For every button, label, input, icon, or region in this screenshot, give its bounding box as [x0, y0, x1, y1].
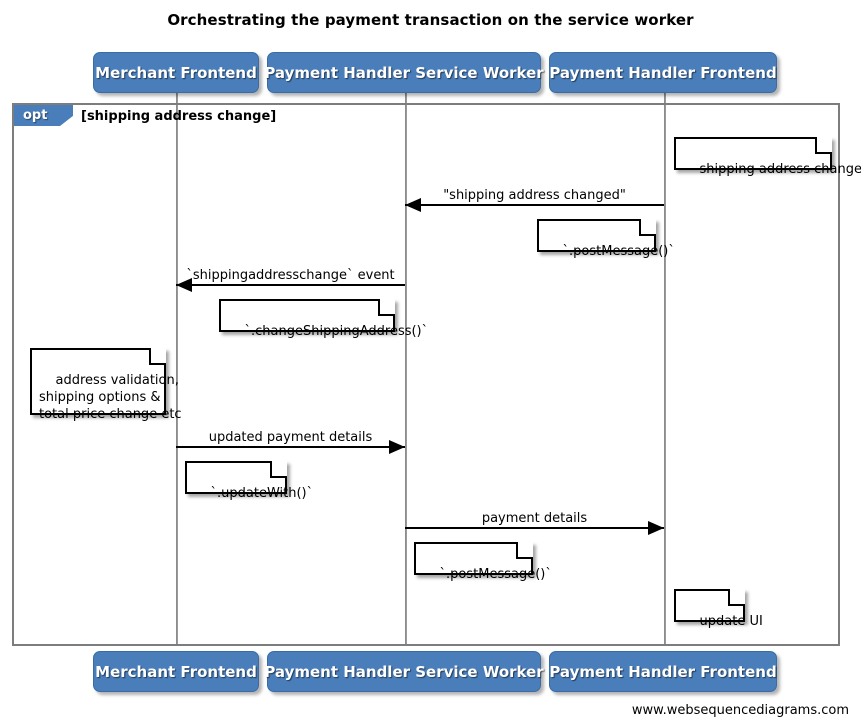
participant-bottom-merchant-frontend[interactable]: Merchant Frontend — [93, 651, 259, 692]
note-text: update UI — [699, 614, 763, 629]
message-label-payment-details: payment details — [481, 511, 588, 526]
note-fold-icon — [815, 135, 832, 154]
message-label-shippingaddresschange-event: `shippingaddresschange` event — [186, 268, 395, 283]
arrowhead-right-payment-details — [648, 521, 664, 535]
note-shipping-address-changed: shipping address changed — [674, 135, 861, 177]
message-label-updated-payment-details: updated payment details — [208, 430, 373, 445]
fragment-opt-frame — [12, 103, 840, 646]
message-line-updated-payment-details — [176, 446, 405, 448]
arrowhead-right-updated-payment-details — [389, 440, 405, 454]
note-text: `.updateWith()` — [210, 486, 314, 501]
participant-label: Payment Handler Service Worker — [264, 63, 544, 82]
note-text: `.postMessage()` — [562, 244, 675, 259]
fragment-opt-label: opt — [23, 108, 48, 123]
lifeline-payment-handler-frontend — [664, 93, 666, 646]
participant-bottom-payment-handler-frontend[interactable]: Payment Handler Frontend — [549, 651, 777, 692]
note-update-ui: update UI — [674, 587, 763, 629]
note-fold-icon — [270, 459, 287, 478]
note-post-message-1: `.postMessage()` — [537, 217, 675, 259]
participant-label: Payment Handler Frontend — [549, 63, 777, 82]
arrowhead-left-shippingaddresschange-event — [176, 278, 192, 292]
note-text: address validation, shipping options & t… — [39, 373, 182, 422]
participant-top-payment-handler-service-worker[interactable]: Payment Handler Service Worker — [264, 52, 544, 93]
note-change-shipping-address: `.changeShippingAddress()` — [219, 297, 428, 339]
note-update-with: `.updateWith()` — [185, 459, 313, 501]
fragment-opt-condition: [shipping address change] — [81, 109, 277, 124]
note-fold-icon — [378, 297, 395, 316]
participant-bottom-payment-handler-service-worker[interactable]: Payment Handler Service Worker — [264, 651, 544, 692]
participant-label: Payment Handler Service Worker — [264, 662, 544, 681]
message-line-shipping-address-changed — [405, 204, 664, 206]
note-fold-icon — [639, 217, 656, 236]
note-text: `.changeShippingAddress()` — [244, 324, 429, 339]
participant-label: Merchant Frontend — [95, 63, 257, 82]
arrowhead-left-shipping-address-changed — [405, 198, 421, 212]
message-line-shippingaddresschange-event — [176, 284, 405, 286]
participant-top-merchant-frontend[interactable]: Merchant Frontend — [93, 52, 259, 93]
page-title: Orchestrating the payment transaction on… — [167, 11, 694, 29]
message-label-shipping-address-changed: "shipping address changed" — [443, 188, 626, 203]
fragment-opt-tab: opt — [14, 105, 73, 126]
participant-top-payment-handler-frontend[interactable]: Payment Handler Frontend — [549, 52, 777, 93]
note-text: `.postMessage()` — [439, 567, 552, 582]
participant-label: Payment Handler Frontend — [549, 662, 777, 681]
note-post-message-2: `.postMessage()` — [414, 540, 552, 582]
note-fold-icon — [728, 587, 745, 606]
note-text: shipping address changed — [699, 162, 861, 177]
note-address-validation: address validation, shipping options & t… — [30, 346, 182, 422]
message-line-payment-details — [405, 527, 664, 529]
lifeline-merchant-frontend — [176, 93, 178, 646]
participant-label: Merchant Frontend — [95, 662, 257, 681]
watermark-link[interactable]: www.websequencediagrams.com — [631, 703, 849, 718]
note-fold-icon — [516, 540, 533, 559]
note-fold-icon — [149, 346, 166, 365]
lifeline-payment-handler-service-worker — [405, 93, 407, 646]
